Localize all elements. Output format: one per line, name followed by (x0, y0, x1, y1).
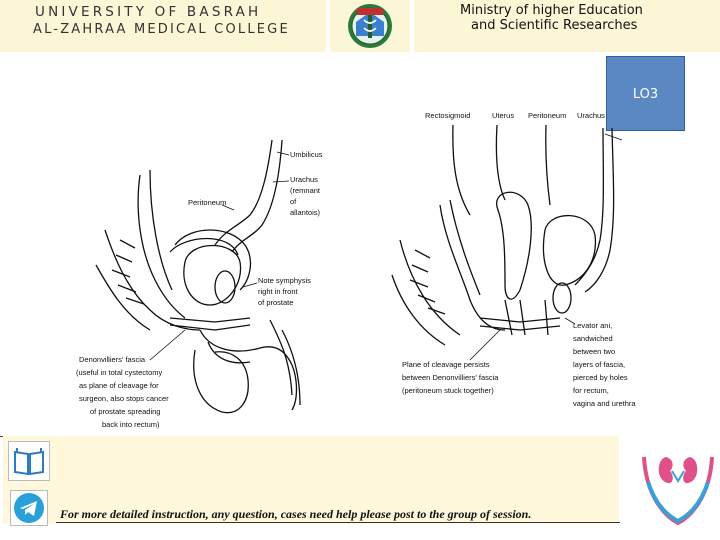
header-right-panel (414, 0, 720, 52)
label-for-rectum: for rectum, (573, 386, 609, 395)
label-remnant: (remnant (290, 186, 321, 195)
label-peritoneum-right: Peritoneum (528, 111, 566, 120)
note-panel (3, 436, 619, 524)
label-rectosigmoid: Rectosigmoid (425, 111, 470, 120)
label-urachus: Urachus (290, 175, 318, 184)
label-of-prostate: of prostate (258, 298, 293, 307)
university-title: UNIVERSITY OF BASRAH (35, 4, 262, 20)
female-leader-lines (469, 133, 623, 361)
label-peritoneum-left: Peritoneum (188, 198, 226, 207)
ministry-line-2: and Scientific Researches (471, 18, 638, 33)
label-of: of (290, 197, 297, 206)
label-urachus-right: Urachus (577, 111, 605, 120)
label-allantois: allantois) (290, 208, 321, 217)
male-pelvis-drawing (95, 139, 301, 414)
header-left-panel (0, 0, 326, 52)
male-figure-labels: Umbilicus Urachus (remnant of allantois)… (76, 150, 323, 429)
footer-note: For more detailed instruction, any quest… (60, 507, 532, 521)
label-between-two: between two (573, 347, 615, 356)
label-surgeon: surgeon, also stops cancer (79, 394, 169, 403)
ministry-line-1: Ministry of higher Education (460, 3, 643, 18)
label-umbilicus: Umbilicus (290, 150, 323, 159)
label-plane: as plane of cleavage for (79, 381, 159, 390)
label-spreading: of prostate spreading (90, 407, 160, 416)
kidney-mascot (636, 437, 720, 527)
telegram-icon (14, 493, 44, 523)
label-denonvilliers: Denonvilliers' fascia (79, 355, 146, 364)
label-peritoneum-stuck: (peritoneum stuck together) (402, 386, 494, 395)
pelvis-diagrams: Umbilicus Urachus (remnant of allantois)… (76, 111, 636, 429)
label-uterus: Uterus (492, 111, 514, 120)
female-pelvis-drawing (391, 124, 615, 346)
book-icon (14, 448, 44, 476)
male-leader-lines (149, 151, 290, 361)
label-vagina: vagina and urethra (573, 399, 636, 408)
lo3-badge[interactable]: LO3 (606, 56, 685, 131)
college-title: AL-ZAHRAA MEDICAL COLLEGE (33, 22, 290, 37)
logo-icon (348, 4, 392, 48)
label-back-rectum: back into rectum) (102, 420, 160, 429)
footer-underline (56, 522, 620, 523)
label-between-denon: between Denonvilliers' fascia (402, 373, 499, 382)
label-levator: Levator ani, (573, 321, 612, 330)
female-figure-labels: Rectosigmoid Uterus Peritoneum Urachus L… (402, 111, 636, 408)
college-logo (330, 0, 410, 52)
label-sandwiched: sandwiched (573, 334, 613, 343)
label-useful: (useful in total cystectomy (76, 368, 163, 377)
kidney-mascot-icon (642, 456, 714, 526)
label-pierced: pierced by holes (573, 373, 628, 382)
label-right-in-front: right in front (258, 287, 299, 296)
telegram-button[interactable] (10, 490, 48, 526)
label-plane-persists: Plane of cleavage persists (402, 360, 490, 369)
label-layers: layers of fascia, (573, 360, 625, 369)
label-note-symphysis: Note symphysis (258, 276, 311, 285)
book-button[interactable] (8, 441, 50, 481)
